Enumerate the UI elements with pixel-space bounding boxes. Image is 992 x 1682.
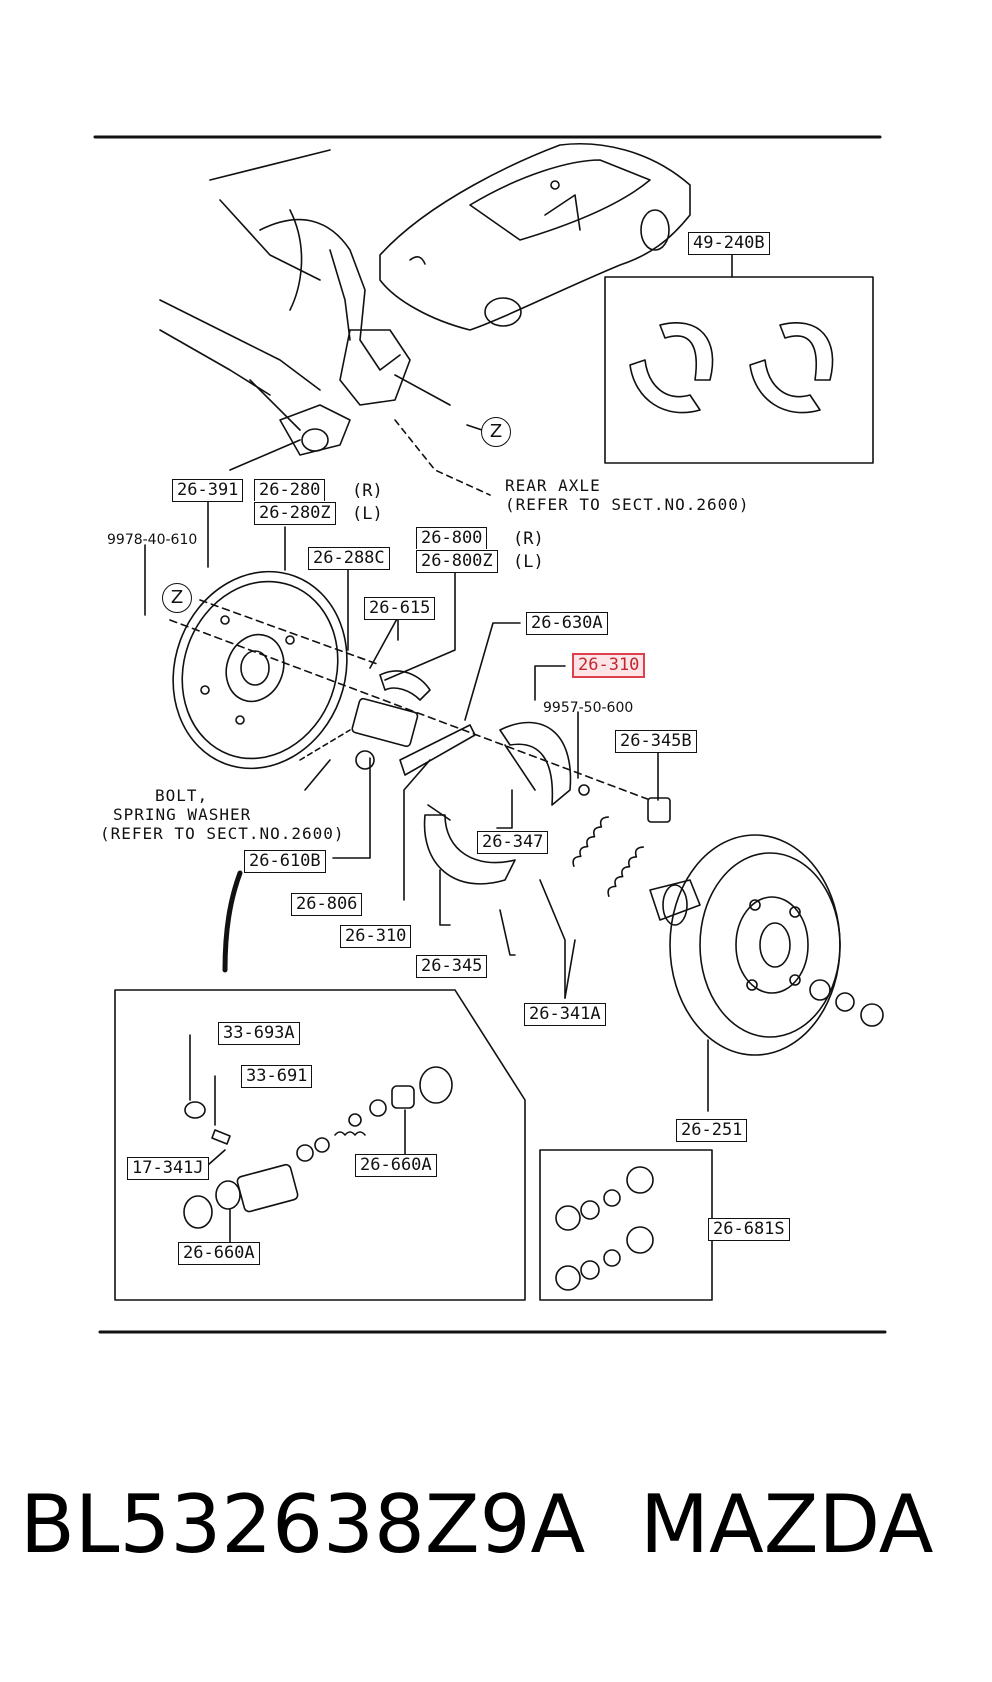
backing-plate [172, 570, 348, 770]
part-label-26-251: 26-251 [676, 1119, 748, 1142]
wheel-cylinder [351, 670, 431, 770]
part-label-26-800Z: 26-800Z [416, 550, 498, 573]
rear-axle-note-line2: (REFER TO SECT.NO.2600) [505, 495, 750, 514]
part-label-26-681S: 26-681S [708, 1218, 790, 1241]
shoe-set-illustration [629, 322, 834, 414]
rear-axle-illustration [159, 149, 491, 496]
shoe-set-box [604, 276, 874, 464]
part-label-26-288C: 26-288C [308, 547, 390, 570]
part-label-26-660A: 26-660A [355, 1154, 437, 1177]
bolt-note-line2: SPRING WASHER [113, 805, 252, 824]
rear-axle-note-line1: REAR AXLE [505, 476, 601, 495]
part-label-26-280Z: 26-280Z [254, 502, 336, 525]
part-label-26-660A: 26-660A [178, 1242, 260, 1265]
car-illustration [379, 142, 691, 331]
part-label-26-610B: 26-610B [244, 850, 326, 873]
return-springs [572, 816, 645, 898]
part-side-r: (R) [513, 529, 544, 549]
part-label-26-347: 26-347 [477, 831, 549, 854]
part-label-26-280: 26-280 [254, 479, 326, 501]
part-label-33-691: 33-691 [241, 1065, 313, 1088]
repair-kit-box [539, 1149, 713, 1301]
part-label-9957-50-600: 9957-50-600 [543, 700, 634, 716]
part-label-26-800: 26-800 [416, 527, 488, 549]
brake-shoe-lower [423, 804, 516, 885]
reference-marker-z: Z [481, 417, 511, 447]
part-label-26-615: 26-615 [364, 597, 436, 620]
bolt-note-line3: (REFER TO SECT.NO.2600) [100, 824, 345, 843]
leader-lines [144, 499, 709, 1112]
part-label-26-391: 26-391 [172, 479, 244, 502]
part-side-l: (L) [513, 552, 544, 572]
part-label-26-345: 26-345 [416, 955, 488, 978]
part-label-49-240B: 49-240B [688, 232, 770, 255]
cylinder-exploded [183, 1066, 453, 1229]
part-label-9978-40-610: 9978-40-610 [107, 532, 198, 548]
part-label-26-345B: 26-345B [615, 730, 697, 753]
brand-caption: MAZDA [640, 1478, 934, 1571]
brake-drum [649, 834, 884, 1056]
part-number-caption: BL532638Z9A [20, 1478, 586, 1571]
part-label-17-341J: 17-341J [127, 1157, 209, 1180]
brake-shoe-upper [499, 721, 572, 806]
part-label-26-806: 26-806 [291, 893, 363, 916]
part-side-l: (L) [352, 504, 383, 524]
repair-kit-parts [555, 1166, 654, 1291]
part-label-26-630A: 26-630A [526, 612, 608, 635]
cylinder-inset-box [114, 989, 526, 1301]
part-label-33-693A: 33-693A [218, 1022, 300, 1045]
part-label-26-310: 26-310 [340, 925, 412, 948]
hold-down-clip [578, 784, 671, 823]
part-side-r: (R) [352, 481, 383, 501]
bolt-note-line1: BOLT, [155, 786, 209, 805]
adjuster-lever [399, 724, 476, 776]
reference-marker-z: Z [162, 583, 192, 613]
inset-leaders [189, 1034, 406, 1246]
part-label-26-341A: 26-341A [524, 1003, 606, 1026]
part-label-26-310-highlighted[interactable]: 26-310 [572, 653, 646, 678]
